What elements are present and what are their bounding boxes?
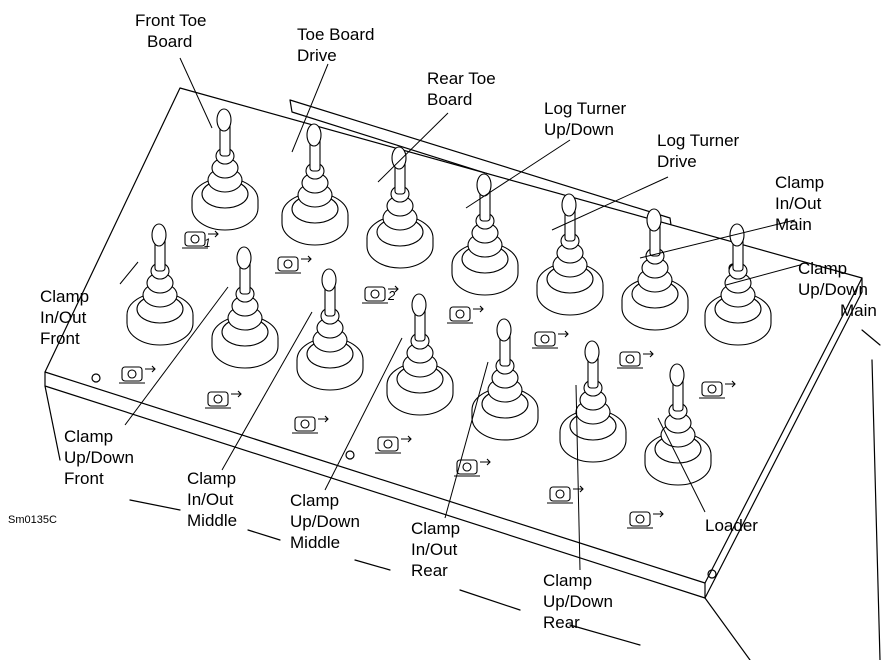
joystick-clamp-inout-front <box>126 223 194 346</box>
joystick-clamp-updown-middle <box>386 293 454 416</box>
panel-right-edge <box>704 277 863 599</box>
symbol-clamp-front-updown <box>205 390 242 409</box>
joystick-clamp-updown-front <box>211 246 279 369</box>
joystick-clamp-inout-rear <box>471 318 539 441</box>
label-loader: Loader <box>705 516 758 535</box>
joystick-toe-board-drive <box>281 123 349 246</box>
joystick-front-toe-board <box>191 108 259 231</box>
symbol-clamp-middle-updown <box>375 435 412 454</box>
leader-clamp-updown-main <box>725 264 801 286</box>
mounting-hole <box>707 569 717 579</box>
panel-mark-1: 1 <box>204 236 211 250</box>
symbol-toe-board-2 <box>362 285 399 304</box>
symbol-clamp-front-inout <box>119 365 156 384</box>
symbol-clamp-middle-inout <box>292 415 329 434</box>
symbol-toe-board-1 <box>182 230 219 249</box>
leader-loader <box>657 417 706 513</box>
joystick-log-turner-drive <box>536 193 604 316</box>
joystick-clamp-inout-main <box>621 208 689 331</box>
leader-clamp-updown-middle <box>324 337 403 491</box>
mounting-hole <box>345 450 355 460</box>
symbol-log-turner-updown <box>447 305 484 324</box>
joystick-loader <box>644 363 712 486</box>
joystick-clamp-inout-middle <box>296 268 364 391</box>
leader-log-turner-updown <box>465 139 571 209</box>
leader-clamp-inout-main <box>639 219 796 259</box>
symbol-clamp-main-updown <box>699 380 736 399</box>
symbol-clamp-rear-inout <box>454 458 491 477</box>
joystick-clamp-updown-rear <box>559 340 627 463</box>
joystick-rear-toe-board <box>366 146 434 269</box>
leader-rear-toe-board <box>377 112 449 183</box>
leader-clamp-updown-front <box>124 286 229 426</box>
panel-mark-2: 2 <box>387 288 396 303</box>
symbol-toe-board-drive <box>275 255 312 274</box>
leader-clamp-inout-front <box>119 261 139 285</box>
symbol-log-turner-drive <box>532 330 569 349</box>
joystick-clamp-updown-main <box>704 223 772 346</box>
leader-clamp-inout-rear <box>444 361 489 519</box>
leader-front-toe-board <box>179 57 213 129</box>
joystick-log-turner-updown <box>451 173 519 296</box>
symbol-loader <box>627 510 664 529</box>
leader-log-turner-drive <box>551 176 669 231</box>
symbol-clamp-main-inout <box>617 350 654 369</box>
leader-clamp-updown-rear <box>575 384 581 571</box>
leader-toe-board-drive <box>291 63 329 153</box>
panel-front-edge <box>44 371 706 599</box>
figure-id: Sm0135C <box>8 514 57 526</box>
leader-clamp-inout-middle <box>221 311 313 471</box>
mounting-hole <box>91 373 101 383</box>
symbol-clamp-rear-updown <box>547 485 584 504</box>
